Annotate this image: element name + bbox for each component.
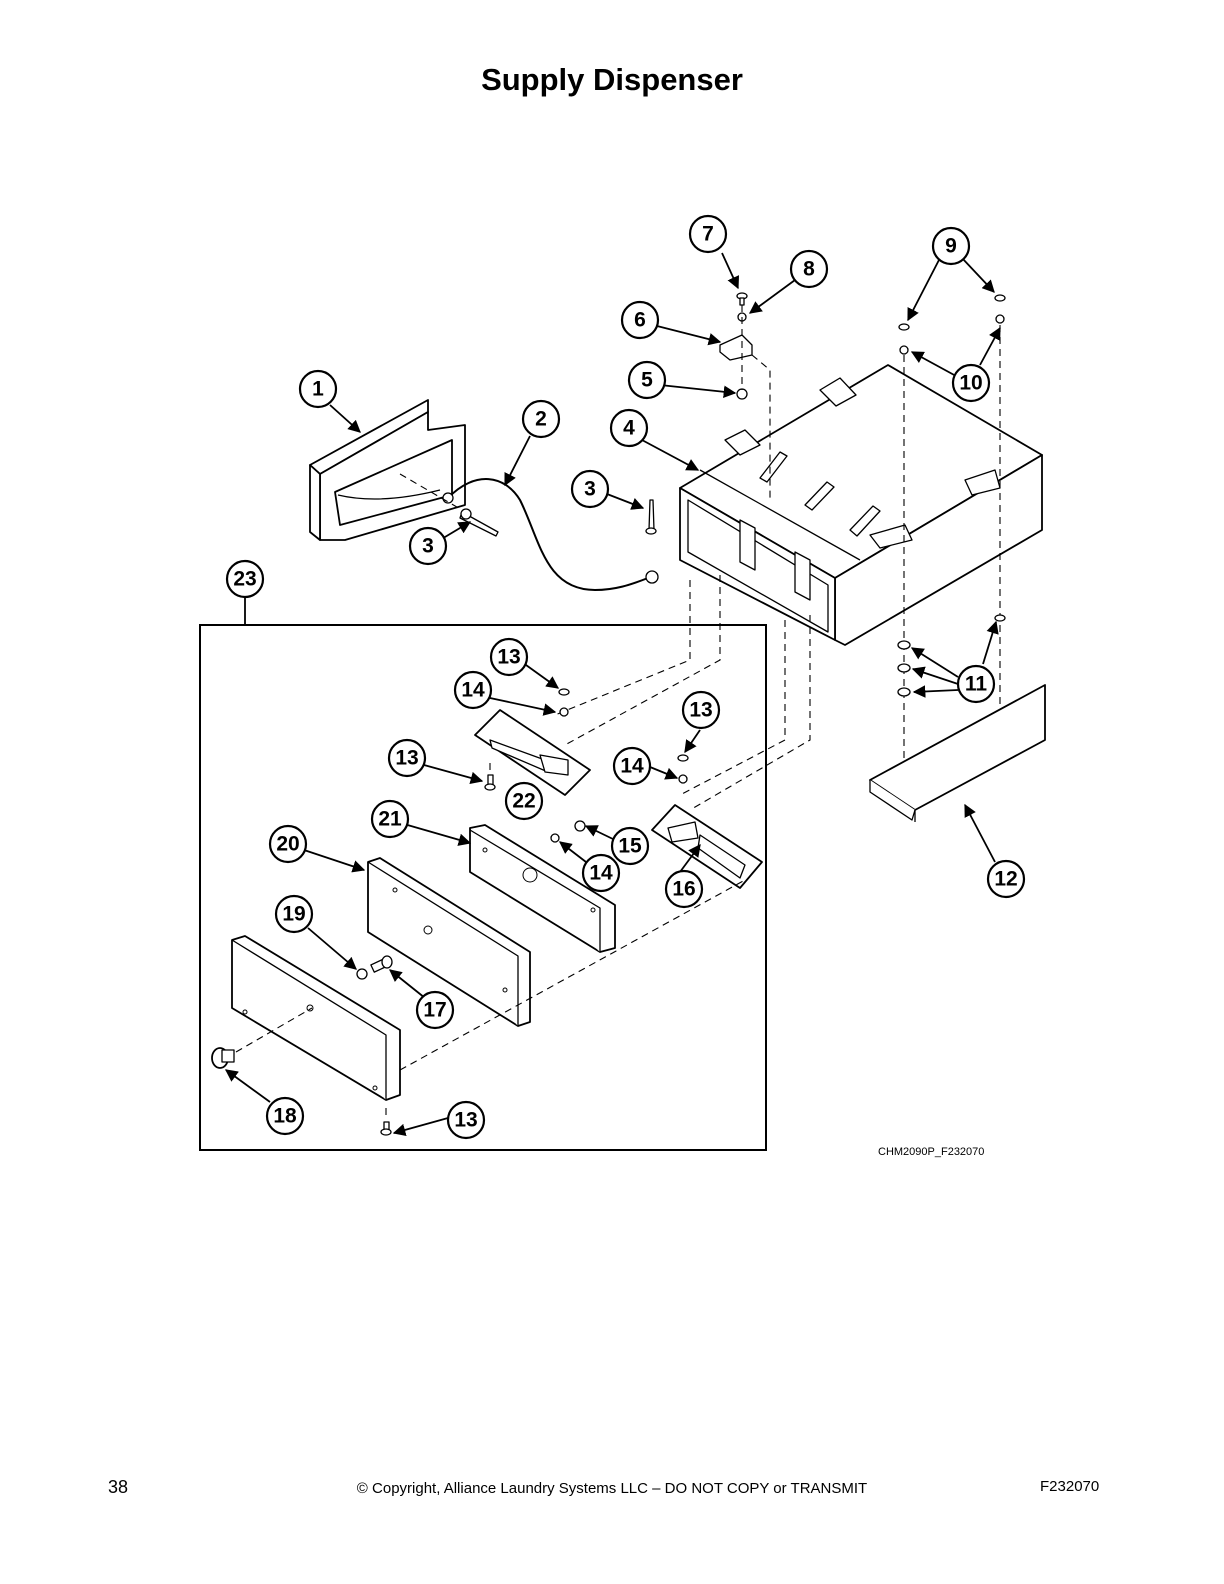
- callout-20: 20: [268, 824, 308, 864]
- document-code: F232070: [1040, 1478, 1100, 1495]
- part-12-channel: [869, 684, 1046, 822]
- svg-text:14: 14: [620, 755, 644, 778]
- callout-23: 23: [225, 559, 265, 599]
- svg-text:14: 14: [589, 862, 613, 885]
- svg-text:3: 3: [422, 535, 434, 558]
- part-9-screw-right: [994, 294, 1006, 302]
- svg-text:12: 12: [994, 868, 1017, 891]
- svg-text:23: 23: [233, 568, 256, 591]
- part-21-plate: [469, 824, 616, 953]
- callout-22: 22: [504, 781, 544, 821]
- callout-10: 10: [951, 363, 991, 403]
- part-22-latch-bracket: [474, 709, 591, 796]
- svg-text:9: 9: [945, 235, 957, 258]
- callout-15: 15: [610, 826, 650, 866]
- part-14-lock-washer-b: [678, 774, 688, 784]
- callout-19: 19: [274, 894, 314, 934]
- svg-text:13: 13: [497, 646, 520, 669]
- svg-text:14: 14: [461, 679, 485, 702]
- callout-14-a: 14: [453, 670, 493, 710]
- part-6-bracket: [719, 334, 753, 361]
- callout-3-right: 3: [570, 469, 610, 509]
- part-13-screw-a: [558, 688, 570, 696]
- callout-1: 1: [298, 369, 338, 409]
- callout-7: 7: [688, 214, 728, 254]
- svg-text:3: 3: [584, 478, 596, 501]
- part-20-panel: [367, 857, 531, 1027]
- svg-text:15: 15: [618, 835, 642, 858]
- part-9-screw-left: [898, 323, 910, 331]
- svg-text:13: 13: [395, 747, 418, 770]
- part-10-washer-right: [995, 314, 1005, 324]
- callout-18: 18: [265, 1096, 305, 1136]
- callout-14-b: 14: [612, 746, 652, 786]
- callout-16: 16: [664, 869, 704, 909]
- callout-6: 6: [620, 300, 660, 340]
- callout-9: 9: [931, 226, 971, 266]
- part-18-knob: [211, 1047, 235, 1069]
- part-16-latch-bracket: [651, 804, 763, 889]
- part-14-lock-washer-a: [559, 707, 569, 717]
- svg-text:1: 1: [312, 378, 324, 401]
- svg-text:11: 11: [965, 673, 988, 696]
- callout-13-c: 13: [681, 690, 721, 730]
- svg-text:5: 5: [641, 369, 653, 392]
- svg-text:13: 13: [454, 1109, 477, 1132]
- svg-text:10: 10: [959, 372, 982, 395]
- callout-4: 4: [609, 408, 649, 448]
- part-13-screw-c: [677, 754, 689, 762]
- callout-5: 5: [627, 360, 667, 400]
- callout-8: 8: [789, 249, 829, 289]
- svg-text:18: 18: [273, 1105, 297, 1128]
- part-3-rivet: [459, 508, 499, 537]
- callout-13-b: 13: [387, 738, 427, 778]
- part-10-washer-left: [899, 345, 909, 355]
- part-13-screw-b: [484, 774, 496, 791]
- part-17-screw: [370, 955, 393, 973]
- page-number: 38: [108, 1477, 129, 1497]
- part-19-washer: [356, 968, 368, 980]
- svg-text:6: 6: [634, 309, 646, 332]
- callout-21: 21: [370, 799, 410, 839]
- callout-12: 12: [986, 859, 1026, 899]
- leader-lines: [224, 252, 1001, 1137]
- part-11-washers: [897, 614, 1006, 697]
- part-1-chute: [309, 399, 466, 541]
- part-3-rivet-upper: [645, 499, 657, 535]
- callout-17: 17: [415, 990, 455, 1030]
- svg-text:16: 16: [672, 878, 695, 901]
- svg-text:17: 17: [423, 999, 446, 1022]
- svg-text:19: 19: [282, 903, 305, 926]
- svg-text:21: 21: [378, 808, 402, 831]
- part-14-lock-washer-c: [550, 833, 560, 843]
- part-15-nut: [574, 820, 586, 832]
- callout-2: 2: [521, 399, 561, 439]
- svg-text:20: 20: [276, 833, 299, 856]
- svg-text:2: 2: [535, 408, 547, 431]
- svg-text:4: 4: [623, 417, 635, 440]
- subassembly-frame: [199, 624, 767, 1151]
- page-title: Supply Dispenser: [481, 62, 743, 97]
- part-5-nut: [736, 388, 748, 400]
- callout-13-a: 13: [489, 637, 529, 677]
- part-13-screw-d: [380, 1121, 392, 1136]
- svg-text:8: 8: [803, 258, 815, 281]
- drawing-code: CHM2090P_F232070: [878, 1146, 985, 1158]
- callout-14-c: 14: [581, 853, 621, 893]
- callout-11: 11: [956, 664, 996, 704]
- copyright-notice: © Copyright, Alliance Laundry Systems LL…: [356, 1480, 868, 1497]
- callout-13-d: 13: [446, 1100, 486, 1140]
- callout-3-left: 3: [408, 526, 448, 566]
- svg-text:13: 13: [689, 699, 712, 722]
- part-2-cable: [447, 478, 649, 592]
- part-4-dispenser-box: [679, 364, 1043, 646]
- part-7-screw: [736, 292, 748, 306]
- svg-text:7: 7: [702, 223, 714, 246]
- front-panel: [231, 935, 401, 1101]
- svg-text:22: 22: [512, 790, 535, 813]
